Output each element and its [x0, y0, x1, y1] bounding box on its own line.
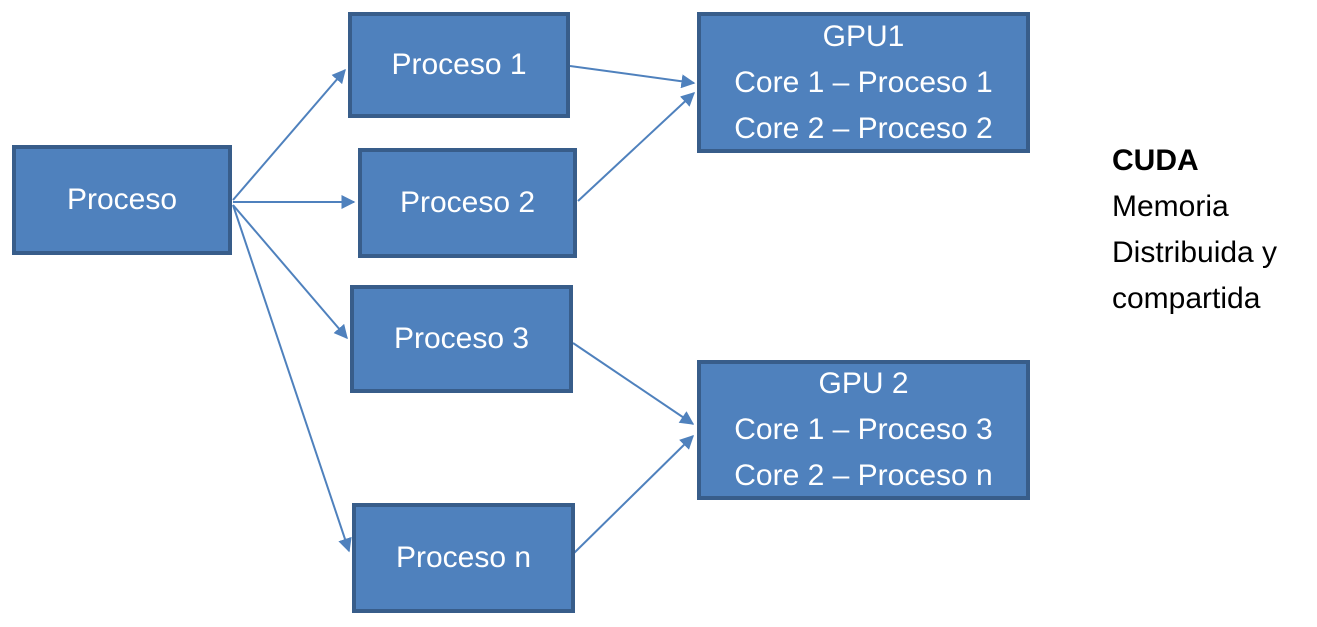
node-proceso-n-label: Proceso n	[395, 541, 532, 574]
arrow-proceso-to-proceso-3	[232, 204, 348, 340]
annotation-line-compartida: compartida	[1112, 282, 1261, 315]
gpu2-title: GPU 2	[818, 367, 909, 400]
node-proceso-3: Proceso 3	[350, 285, 573, 393]
node-proceso-2-label: Proceso 2	[399, 186, 536, 219]
annotation-cuda: CUDA Memoria Distribuida y compartida	[1112, 138, 1277, 322]
gpu1-core-2-line: Core 2 – Proceso 2	[734, 111, 993, 145]
arrow-proceso-n-to-gpu2	[569, 435, 694, 558]
annotation-line-memoria: Memoria	[1112, 190, 1229, 223]
arrow-proceso-3-to-gpu2	[572, 342, 695, 425]
gpu2-core-1-line: Core 1 – Proceso 3	[734, 413, 993, 446]
arrow-proceso-to-proceso-1	[232, 68, 346, 201]
node-gpu1: GPU1 Core 1 – Proceso 1 Core 2 – Proceso…	[697, 12, 1030, 153]
node-proceso-1: Proceso 1	[348, 12, 570, 118]
node-proceso-1-label: Proceso 1	[391, 48, 527, 81]
node-proceso-3-label: Proceso 3	[393, 322, 530, 355]
node-proceso-2: Proceso 2	[358, 148, 577, 258]
arrow-proceso-1-to-gpu1	[569, 65, 696, 89]
annotation-line-distribuida: Distribuida y	[1112, 236, 1278, 269]
gpu2-core-2-line: Core 2 – Proceso n	[734, 459, 993, 492]
annotation-cuda-title: CUDA	[1112, 144, 1199, 177]
node-proceso: Proceso	[12, 145, 232, 255]
node-proceso-label: Proceso	[66, 183, 178, 216]
node-gpu2: GPU 2 Core 1 – Proceso 3 Core 2 – Proces…	[697, 360, 1030, 500]
node-proceso-n: Proceso n	[352, 503, 575, 613]
arrow-proceso-to-proceso-n	[232, 204, 352, 553]
gpu1-core-1-line: Core 1 – Proceso 1	[734, 65, 993, 99]
arrow-proceso-2-to-gpu1	[577, 92, 696, 202]
gpu1-title: GPU1	[822, 19, 905, 53]
